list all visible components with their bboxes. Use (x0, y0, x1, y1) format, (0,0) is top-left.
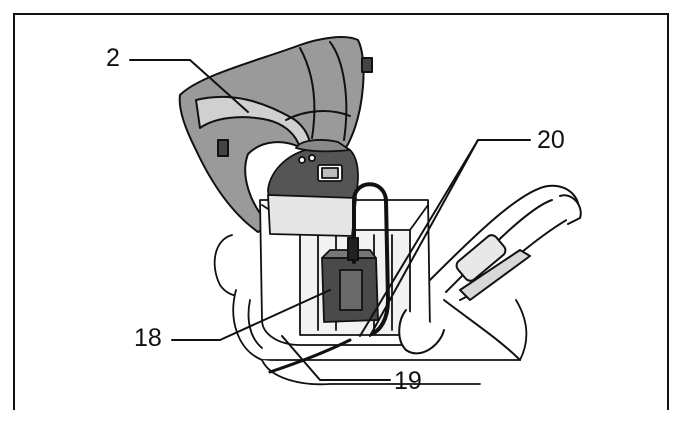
leader-2 (129, 59, 249, 113)
callout-19: 19 (394, 367, 422, 395)
battery-holder (321, 249, 379, 323)
leader-20-b (369, 139, 479, 337)
lower-cable (268, 338, 352, 374)
callout-18: 18 (134, 324, 162, 352)
safety-key (352, 182, 390, 336)
battery-pack (267, 139, 359, 237)
leader-18 (171, 289, 331, 341)
callout-2: 2 (106, 44, 120, 72)
callout-20: 20 (537, 126, 565, 154)
leader-lines (129, 59, 531, 381)
handle-bar (398, 184, 582, 361)
figure-frame (13, 13, 669, 410)
leader-19 (281, 335, 391, 381)
key-pin (347, 237, 359, 261)
